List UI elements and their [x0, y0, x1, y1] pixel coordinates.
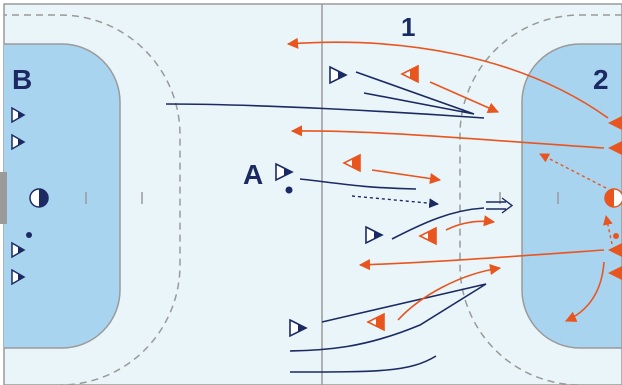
team-2-label: 2: [593, 64, 609, 95]
navy-movements: [165, 71, 487, 373]
right-goalkeeper: [604, 188, 622, 208]
left-goal: [0, 172, 7, 224]
orange-dotted-runs: [539, 153, 613, 245]
orange-movements: [286, 37, 609, 322]
player-a-ball: [285, 186, 293, 194]
team-b-fill-halves: [18, 111, 24, 281]
navy-attackers: [275, 65, 384, 338]
navy-dotted-run: [351, 195, 439, 209]
left-goalkeeper: [29, 188, 49, 208]
orange-ball-dot: [613, 233, 619, 239]
right-goal-area: [521, 43, 622, 349]
left-free-throw-line: [4, 14, 181, 385]
team-b-label: B: [12, 64, 33, 95]
orange-defenders: [342, 64, 437, 332]
ball-dot: [26, 232, 32, 238]
team-2-players: [608, 116, 622, 280]
right-free-throw-line: [459, 14, 622, 385]
left-goal-area: [4, 43, 121, 349]
double-arrow-icon: [486, 197, 514, 214]
group-1-label: 1: [401, 12, 416, 42]
player-a-label: A: [243, 159, 264, 190]
